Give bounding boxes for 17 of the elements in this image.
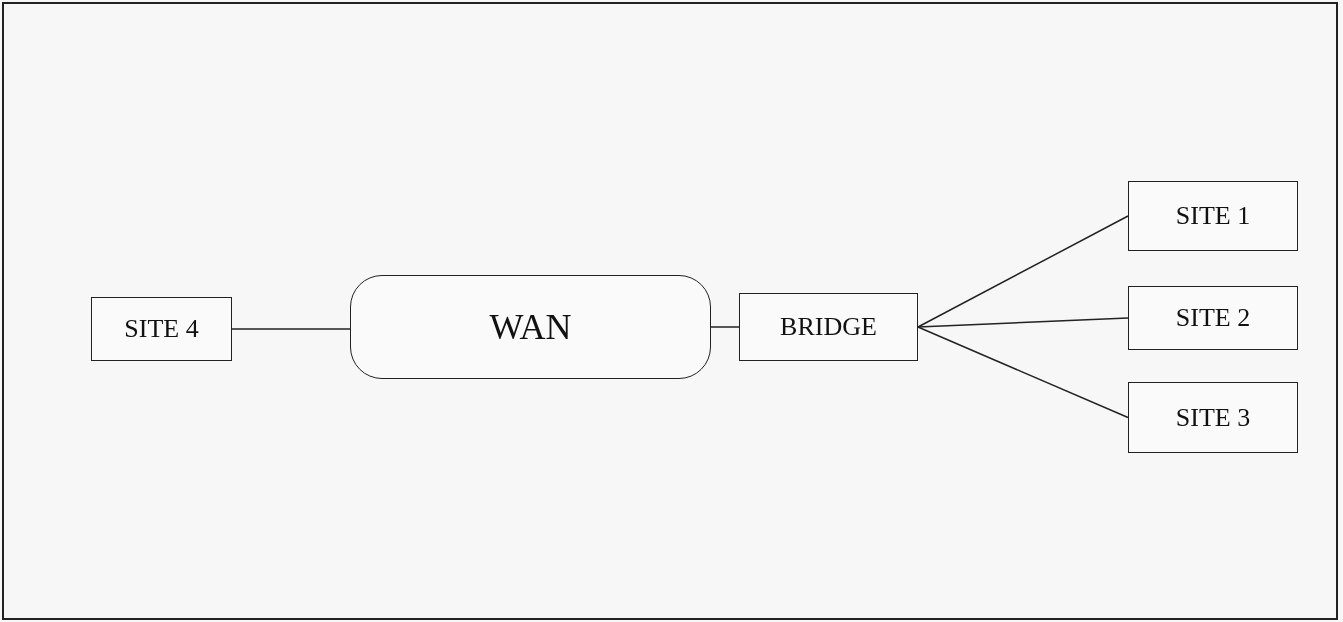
- connector-line: [917, 215, 1129, 328]
- site-box: [1128, 181, 1298, 251]
- node-label: BRIDGE: [780, 314, 877, 340]
- node-label: WAN: [489, 309, 572, 345]
- connector-line: [231, 328, 351, 330]
- connector-line: [710, 326, 740, 328]
- connector-line: [917, 317, 1129, 328]
- node-label: SITE 4: [124, 316, 199, 342]
- node-label: SITE 2: [1175, 305, 1251, 331]
- site-box: [1128, 382, 1298, 453]
- site-box: [739, 293, 918, 361]
- site-box: [1128, 286, 1298, 350]
- site-box: [91, 297, 232, 361]
- node-label: SITE 1: [1175, 203, 1251, 229]
- node-label: SITE 3: [1175, 404, 1251, 431]
- network-rounded-box: [350, 275, 711, 379]
- connector-line: [917, 326, 1129, 419]
